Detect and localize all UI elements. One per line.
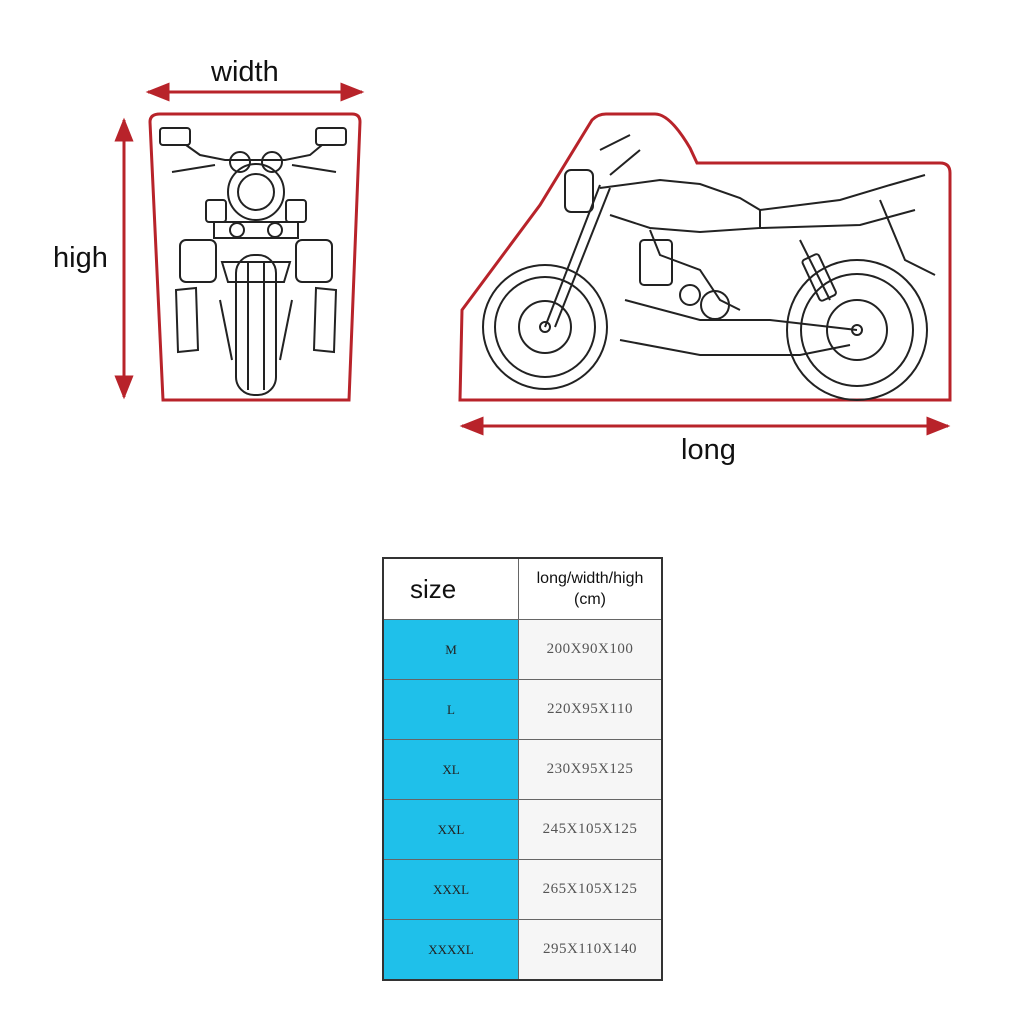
size-cell: M [382,619,519,680]
motorcycle-front-icon [148,112,362,402]
size-column-header: size [382,557,519,620]
motorcycle-side-icon [458,112,952,402]
table-row: XL 230X95X125 [382,739,663,800]
dimensions-cell: 265X105X125 [518,859,663,920]
table-row: XXXL 265X105X125 [382,859,663,920]
table-row: XXL 245X105X125 [382,799,663,860]
table-row: XXXXL 295X110X140 [382,919,663,981]
size-cell: XL [382,739,519,800]
dimensions-cell: 220X95X110 [518,679,663,740]
dimensions-column-header: long/width/high (cm) [518,557,663,620]
size-cell: XXL [382,799,519,860]
table-header-row: size long/width/high (cm) [382,557,663,620]
dimensions-cell: 295X110X140 [518,919,663,981]
size-cell: XXXXL [382,919,519,981]
long-label: long [681,434,736,466]
dimensions-cell: 200X90X100 [518,619,663,680]
dimensions-header-line1: long/width/high [536,570,644,587]
size-cell: XXXL [382,859,519,920]
size-cell: L [382,679,519,740]
table-row: M 200X90X100 [382,619,663,680]
width-label: width [211,56,279,88]
size-table: size long/width/high (cm) M 200X90X100 L… [382,557,663,981]
dimensions-cell: 245X105X125 [518,799,663,860]
dimensions-header-unit: (cm) [574,591,606,608]
dimensions-cell: 230X95X125 [518,739,663,800]
diagram-svg [114,82,952,436]
table-row: L 220X95X110 [382,679,663,740]
high-label: high [53,242,108,274]
dimension-diagram: width high long [53,56,952,466]
